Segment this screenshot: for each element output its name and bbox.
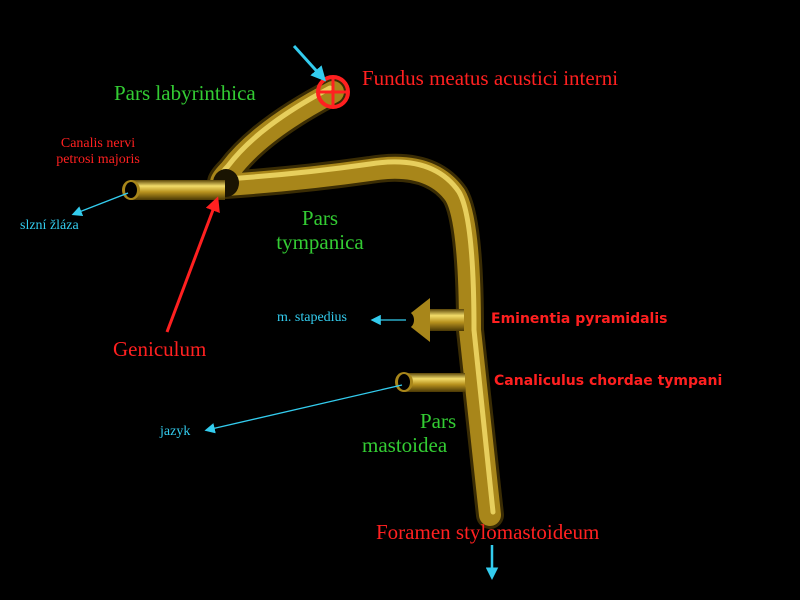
label-pars-tympanica: Pars tympanica bbox=[262, 206, 378, 254]
fundus-arrow-icon bbox=[292, 44, 327, 82]
jazyk-arrow-icon bbox=[204, 384, 403, 434]
chorda-tympani-branch bbox=[395, 372, 465, 392]
label-geniculum: Geniculum bbox=[113, 337, 207, 361]
entry-marker-icon bbox=[316, 75, 350, 109]
label-canaliculus-chordae: Canaliculus chordae tympani bbox=[494, 373, 723, 389]
slzni-zlaza-arrow-icon bbox=[71, 192, 129, 217]
label-fundus: Fundus meatus acustici interni bbox=[362, 66, 619, 90]
petrosal-branch bbox=[122, 180, 225, 200]
label-pars-tympanica-line1: Pars bbox=[301, 206, 339, 230]
label-eminentia-pyramidalis: Eminentia pyramidalis bbox=[491, 311, 668, 327]
label-pars-mastoidea-line1: Pars bbox=[420, 409, 457, 433]
label-slzni-zlaza: slzní žláza bbox=[20, 218, 79, 233]
label-foramen-stylomastoideum: Foramen stylomastoideum bbox=[376, 520, 600, 544]
label-pars-mastoidea-line2: mastoidea bbox=[362, 433, 448, 458]
label-canalis-line2: petrosi majoris bbox=[56, 152, 140, 168]
label-pars-tympanica-line2: tympanica bbox=[276, 230, 364, 255]
geniculum-arrow-icon bbox=[165, 196, 220, 333]
label-jazyk: jazyk bbox=[160, 424, 191, 439]
stapedius-branch bbox=[402, 298, 464, 342]
label-canalis-line1: Canalis nervi bbox=[60, 136, 136, 151]
facial-nerve-tube bbox=[207, 78, 504, 529]
label-pars-labyrinthica: Pars labyrinthica bbox=[114, 81, 256, 105]
label-canalis-nervi: Canalis nervi petrosi majoris bbox=[38, 136, 158, 168]
label-pars-mastoidea: Pars mastoidea bbox=[362, 409, 462, 457]
label-m-stapedius: m. stapedius bbox=[277, 310, 347, 325]
